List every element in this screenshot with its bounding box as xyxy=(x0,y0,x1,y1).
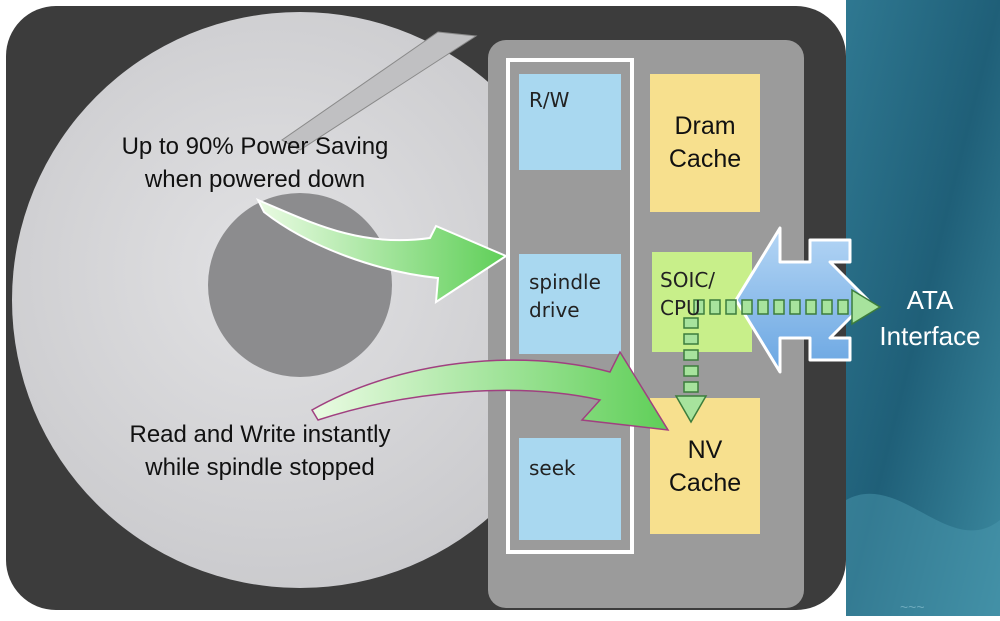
nv-cache-label: NV Cache xyxy=(650,434,760,500)
spindle-line1: spindle xyxy=(529,270,601,294)
soic-line2: CPU xyxy=(660,296,701,320)
ata-dashed-arrowhead xyxy=(851,288,882,326)
ata-line2: Interface xyxy=(879,321,981,351)
ata-interface-label: ATA Interface xyxy=(862,282,998,354)
power-saving-note: Up to 90% Power Saving when powered down xyxy=(60,130,450,196)
ata-line1: ATA xyxy=(906,285,954,315)
controller-column-frame xyxy=(506,58,634,554)
seek-chip xyxy=(519,438,621,540)
soic-cpu-label: SOIC/ CPU xyxy=(660,266,715,322)
nv-cache-chip xyxy=(650,398,760,534)
nv-dashed-arrowhead xyxy=(674,395,708,424)
dram-cache-chip xyxy=(650,74,760,212)
spindle-drive-label: spindle drive xyxy=(529,268,601,324)
nv-line1: NV xyxy=(687,436,723,464)
spindle-drive-chip xyxy=(519,254,621,354)
dram-cache-label: Dram Cache xyxy=(650,110,760,176)
power-saving-arrow xyxy=(255,198,509,304)
read-write-line1: Read and Write instantly xyxy=(129,421,391,448)
cpu-to-nv-data-path xyxy=(683,317,699,393)
dram-line2: Cache xyxy=(668,145,742,173)
power-saving-line1: Up to 90% Power Saving xyxy=(121,133,389,160)
read-write-line2: while spindle stopped xyxy=(145,454,375,481)
rw-label: R/W xyxy=(529,88,570,112)
soic-line1: SOIC/ xyxy=(660,268,716,292)
watermark-logo: ~~~ xyxy=(900,599,925,615)
cpu-to-ata-data-path xyxy=(693,299,849,315)
read-write-note: Read and Write instantly while spindle s… xyxy=(70,418,450,484)
dram-line1: Dram xyxy=(674,112,736,140)
spindle-line2: drive xyxy=(529,298,580,322)
seek-label: seek xyxy=(529,456,576,480)
nv-line2: Cache xyxy=(668,469,742,497)
read-write-arrow xyxy=(310,350,670,431)
read-head-arm xyxy=(281,31,478,151)
power-saving-line2: when powered down xyxy=(144,166,366,193)
rw-chip xyxy=(519,74,621,170)
teal-wave xyxy=(846,493,1000,616)
